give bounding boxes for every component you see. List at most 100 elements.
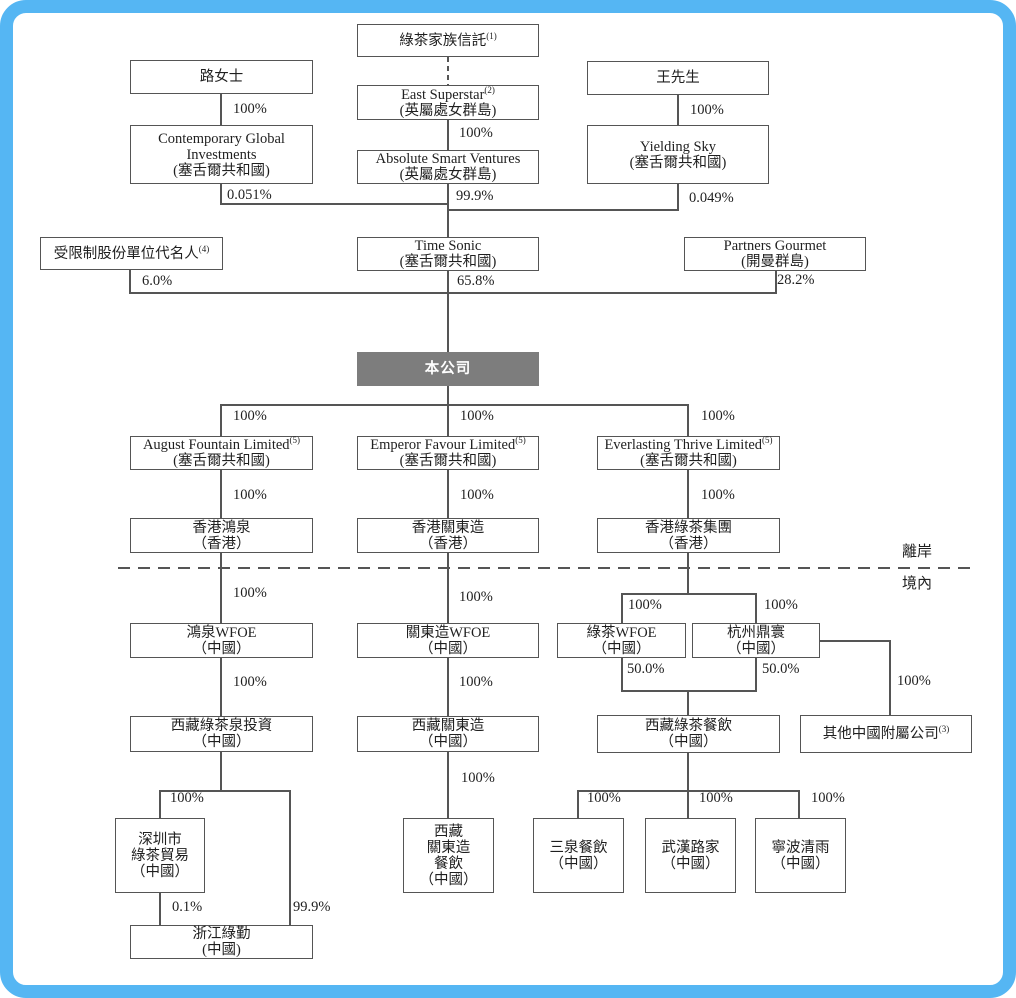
connector [687, 470, 689, 518]
node-partners-gourmet: Partners Gourmet (開曼群島) [684, 237, 866, 271]
region-label-offshore: 離岸 [902, 544, 933, 560]
node-greentea-wfoe: 綠茶WFOE （中國） [557, 623, 686, 658]
node-tibet-greentea-spring-investment: 西藏綠茶泉投資 （中國） [130, 716, 313, 752]
connector [755, 658, 757, 692]
connector [220, 203, 449, 205]
ownership-label: 100% [460, 487, 494, 503]
node-yielding-sky: Yielding Sky (塞舌爾共和國) [587, 125, 769, 184]
ownership-label: 100% [690, 102, 724, 118]
connector [798, 790, 800, 818]
node-rsu-nominee: 受限制股份單位代名人(4) [40, 237, 223, 270]
connector [447, 386, 449, 404]
region-label-onshore: 境內 [902, 576, 933, 592]
node-hk-hongquan: 香港鴻泉 （香港） [130, 518, 313, 553]
connector [621, 593, 623, 623]
node-green-tea-family-trust: 綠茶家族信託(1) [357, 24, 539, 57]
connector [447, 470, 449, 518]
connector [220, 658, 222, 716]
connector [447, 271, 449, 352]
node-ningbo-qingyu: 寧波清雨 （中國） [755, 818, 846, 893]
connector-dashed [447, 57, 449, 85]
ownership-label: 65.8% [457, 273, 495, 289]
node-other-prc-subsidiaries: 其他中國附屬公司(3) [800, 715, 972, 753]
node-east-superstar: East Superstar(2) (英屬處女群島) [357, 85, 539, 120]
connector [621, 690, 757, 692]
connector [687, 790, 689, 818]
connector [289, 790, 291, 925]
ownership-label: 6.0% [142, 273, 173, 289]
ownership-label: 100% [233, 101, 267, 117]
ownership-label: 100% [628, 597, 662, 613]
node-time-sonic: Time Sonic (塞舌爾共和國) [357, 237, 539, 271]
connector [159, 790, 291, 792]
connector [448, 209, 679, 211]
node-tibet-guandongzao-catering: 西藏 關東造 餐飲 （中國） [403, 818, 494, 893]
connector [220, 404, 689, 406]
ownership-label: 100% [233, 585, 267, 601]
connector [677, 95, 679, 125]
node-emperor-favour: Emperor Favour Limited(5) (塞舌爾共和國) [357, 436, 539, 470]
ownership-label: 0.051% [227, 187, 272, 203]
connector [621, 658, 623, 692]
connector [447, 752, 449, 818]
connector [447, 404, 449, 436]
connector [220, 404, 222, 436]
connector [687, 753, 689, 790]
ownership-label: 100% [459, 674, 493, 690]
connector [621, 593, 757, 595]
connector [820, 640, 891, 642]
node-hongquan-wfoe: 鴻泉WFOE （中國） [130, 623, 313, 658]
node-the-company: 本公司 [357, 352, 539, 386]
connector [447, 658, 449, 716]
ownership-label: 100% [233, 408, 267, 424]
ownership-label: 50.0% [627, 661, 665, 677]
connector [447, 120, 449, 150]
node-hk-guandongzao: 香港關東造 （香港） [357, 518, 539, 553]
node-absolute-smart-ventures: Absolute Smart Ventures (英屬處女群島) [357, 150, 539, 184]
ownership-label: 100% [701, 408, 735, 424]
node-august-fountain: August Fountain Limited(5) (塞舌爾共和國) [130, 436, 313, 470]
node-hk-greentea-group: 香港綠茶集團 （香港） [597, 518, 780, 553]
ownership-label: 100% [587, 790, 621, 806]
node-shenzhen-greentea-trading: 深圳市 綠茶貿易 （中國） [115, 818, 205, 893]
connector [129, 292, 777, 294]
ownership-label: 50.0% [762, 661, 800, 677]
connector [159, 790, 161, 818]
node-zhejiang-lvqin: 浙江綠勤 (中國) [130, 925, 313, 959]
connector [220, 94, 222, 125]
connector [577, 790, 579, 818]
connector [687, 553, 689, 594]
ownership-label: 100% [233, 674, 267, 690]
ownership-label: 100% [461, 770, 495, 786]
ownership-label: 99.9% [293, 899, 331, 915]
ownership-label: 99.9% [456, 188, 494, 204]
ownership-label: 100% [764, 597, 798, 613]
node-ms-lu: 路女士 [130, 60, 313, 94]
node-everlasting-thrive: Everlasting Thrive Limited(5) (塞舌爾共和國) [597, 436, 780, 470]
ownership-label: 100% [699, 790, 733, 806]
ownership-label: 100% [459, 589, 493, 605]
connector [447, 553, 449, 623]
connector [220, 184, 222, 205]
ownership-label: 100% [701, 487, 735, 503]
node-contemporary-global-investments: Contemporary Global Investments (塞舌爾共和國) [130, 125, 313, 184]
connector [677, 184, 679, 211]
connector [687, 404, 689, 436]
ownership-label: 100% [460, 408, 494, 424]
ownership-label: 100% [233, 487, 267, 503]
node-sanquan-catering: 三泉餐飲 （中國） [533, 818, 624, 893]
connector [220, 553, 222, 623]
node-wuhan-lujia: 武漢路家 （中國） [645, 818, 736, 893]
ownership-label: 100% [170, 790, 204, 806]
ownership-label: 100% [811, 790, 845, 806]
connector [889, 640, 891, 715]
connector [220, 470, 222, 518]
ownership-label: 100% [459, 125, 493, 141]
ownership-label: 28.2% [777, 272, 815, 288]
node-mr-wang: 王先生 [587, 61, 769, 95]
node-tibet-greentea-catering: 西藏綠茶餐飲 （中國） [597, 715, 780, 753]
connector [220, 752, 222, 790]
connector [159, 893, 161, 925]
connector [755, 593, 757, 623]
ownership-label: 0.049% [689, 190, 734, 206]
